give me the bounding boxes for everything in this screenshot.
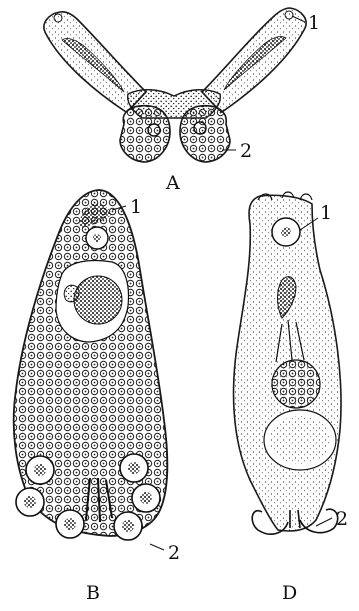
panel-a-haptor-left bbox=[120, 106, 170, 162]
panel-d-callout-2: 2 bbox=[336, 510, 348, 529]
panel-b-specimen bbox=[14, 190, 168, 550]
panel-d-specimen bbox=[234, 192, 341, 534]
panel-a-callout-1: 1 bbox=[308, 14, 320, 33]
panel-b-callout-2: 2 bbox=[168, 544, 180, 563]
panel-a-specimen bbox=[44, 8, 306, 162]
panel-a-callout-2: 2 bbox=[240, 142, 252, 161]
panel-b-ovary bbox=[74, 276, 122, 324]
panel-d-caption: D bbox=[282, 584, 297, 603]
panel-d-callout-1: 1 bbox=[320, 204, 332, 223]
panel-a-caption: A bbox=[166, 174, 180, 193]
panel-b-caption: B bbox=[86, 584, 100, 603]
panel-a-haptor-right bbox=[180, 106, 230, 162]
panel-d-testis bbox=[272, 360, 320, 408]
panel-b-callout-1: 1 bbox=[130, 198, 142, 217]
